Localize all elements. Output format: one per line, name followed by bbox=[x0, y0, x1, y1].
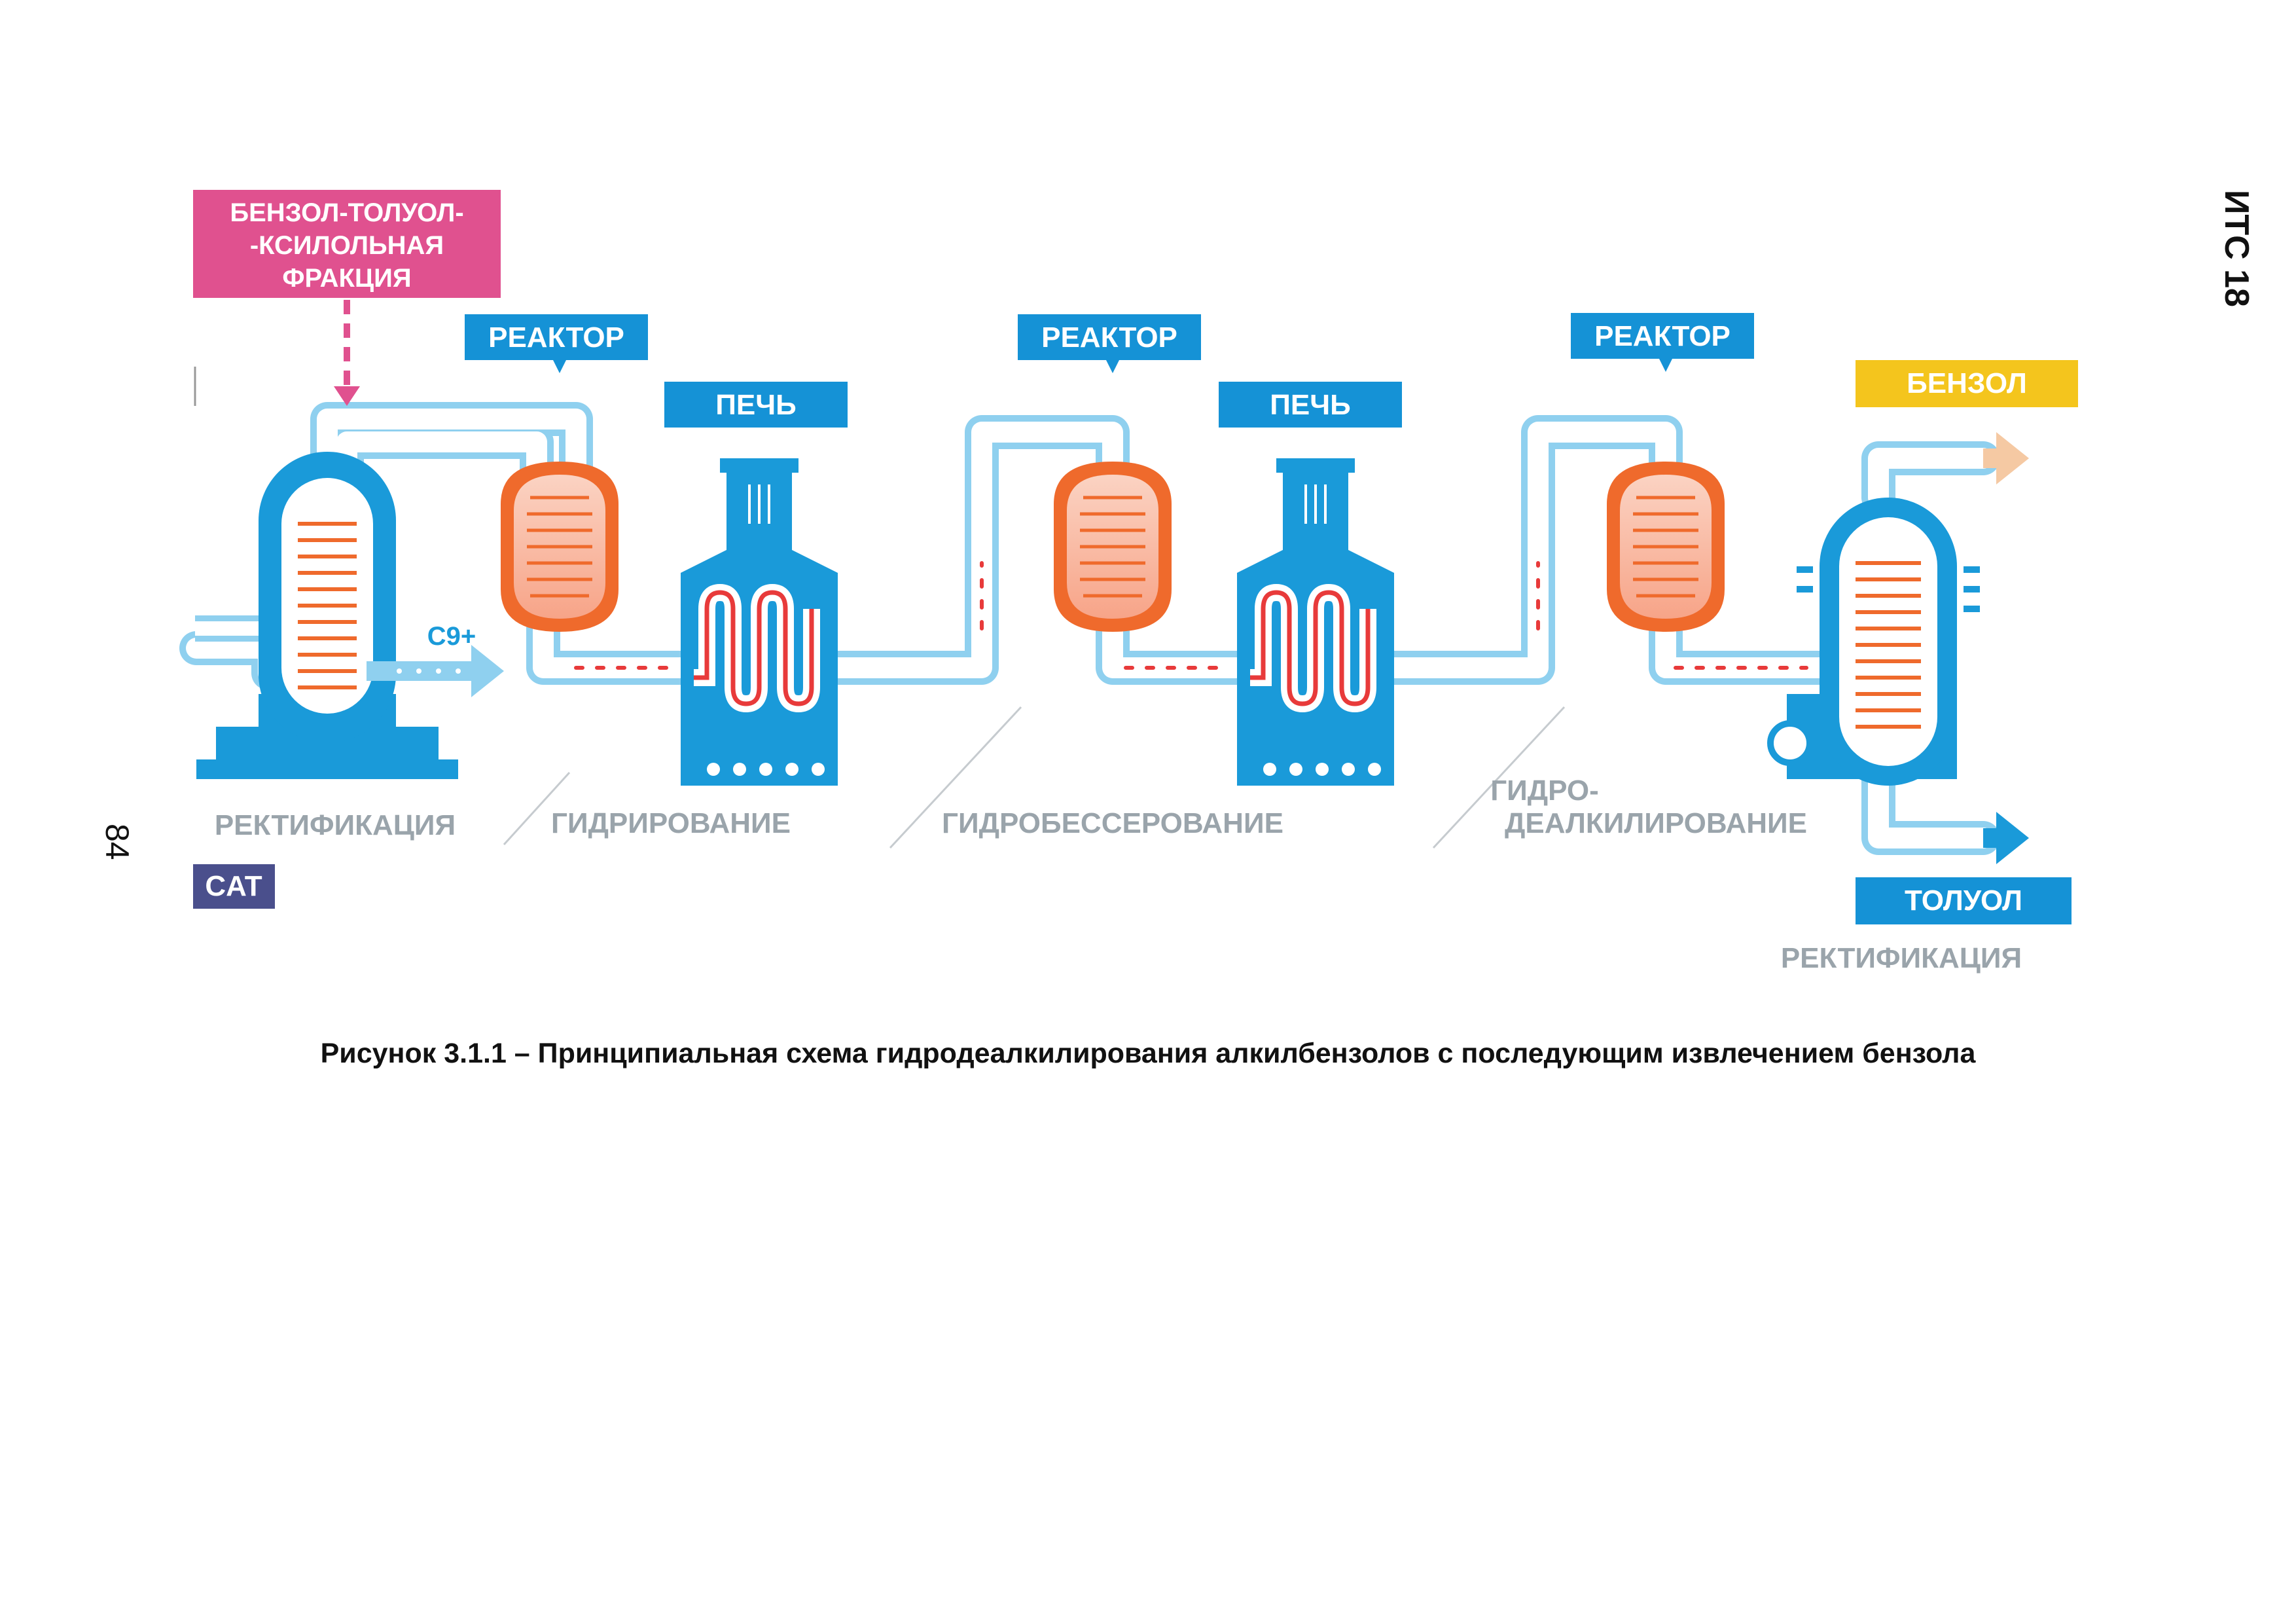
reactor-3-label: РЕАКТОР bbox=[1594, 320, 1731, 352]
pump-icon bbox=[1767, 720, 1813, 766]
reactor-2 bbox=[1054, 462, 1172, 632]
feed-label-line-1: БЕНЗОЛ-ТОЛУОЛ- bbox=[230, 198, 463, 227]
feed-label-line-2: -КСИЛОЛЬНАЯ bbox=[250, 231, 444, 260]
page-number-vertical: 84 bbox=[99, 824, 135, 860]
toluene-label-box bbox=[1856, 877, 2072, 924]
cat-badge-box bbox=[193, 864, 275, 909]
feed-label-line-3: ФРАКЦИЯ bbox=[282, 264, 411, 293]
stage-rectification-2: РЕКТИФИКАЦИЯ bbox=[1781, 942, 2022, 974]
doc-code-vertical: ИТС 18 bbox=[2217, 190, 2255, 307]
stage-hydrodealkylation-line-1: ГИДРО- bbox=[1490, 775, 1599, 807]
page-number: 84 bbox=[99, 824, 135, 860]
reactor-1 bbox=[501, 462, 619, 632]
reactor-2-label: РЕАКТОР bbox=[1041, 321, 1177, 354]
stage-rectification-1: РЕКТИФИКАЦИЯ bbox=[215, 809, 456, 841]
stage-hydrodealkylation-line-2: ДЕАЛКИЛИРОВАНИЕ bbox=[1505, 807, 1807, 839]
stage-hydrodesulfurization: ГИДРОБЕССЕРОВАНИЕ bbox=[942, 807, 1283, 839]
figure-caption: Рисунок 3.1.1 – Принципиальная схема гид… bbox=[320, 1038, 1976, 1069]
benzene-label: БЕНЗОЛ bbox=[1907, 367, 2027, 399]
cat-badge: CAT bbox=[205, 870, 262, 902]
reactor-labels bbox=[465, 313, 1754, 373]
feed-label-box bbox=[193, 190, 501, 298]
furnace-1 bbox=[681, 458, 838, 786]
feed-block bbox=[193, 190, 501, 406]
byproduct-label: C9+ bbox=[427, 622, 476, 651]
furnace-labels bbox=[664, 382, 1402, 428]
benzene-label-box bbox=[1856, 360, 2078, 407]
stage-hydrogenation: ГИДРИРОВАНИЕ bbox=[551, 807, 791, 839]
furnace-1-label: ПЕЧЬ bbox=[715, 389, 797, 421]
furnace-2 bbox=[1237, 458, 1394, 786]
rectification-column-2 bbox=[1767, 432, 2029, 864]
reactor-3 bbox=[1607, 462, 1725, 632]
reactor-1-label: РЕАКТОР bbox=[488, 321, 624, 354]
toluene-label: ТОЛУОЛ bbox=[1905, 884, 2022, 917]
doc-code: ИТС 18 bbox=[2217, 190, 2255, 307]
furnace-2-label: ПЕЧЬ bbox=[1270, 389, 1351, 421]
rectification-column-1 bbox=[195, 452, 504, 779]
